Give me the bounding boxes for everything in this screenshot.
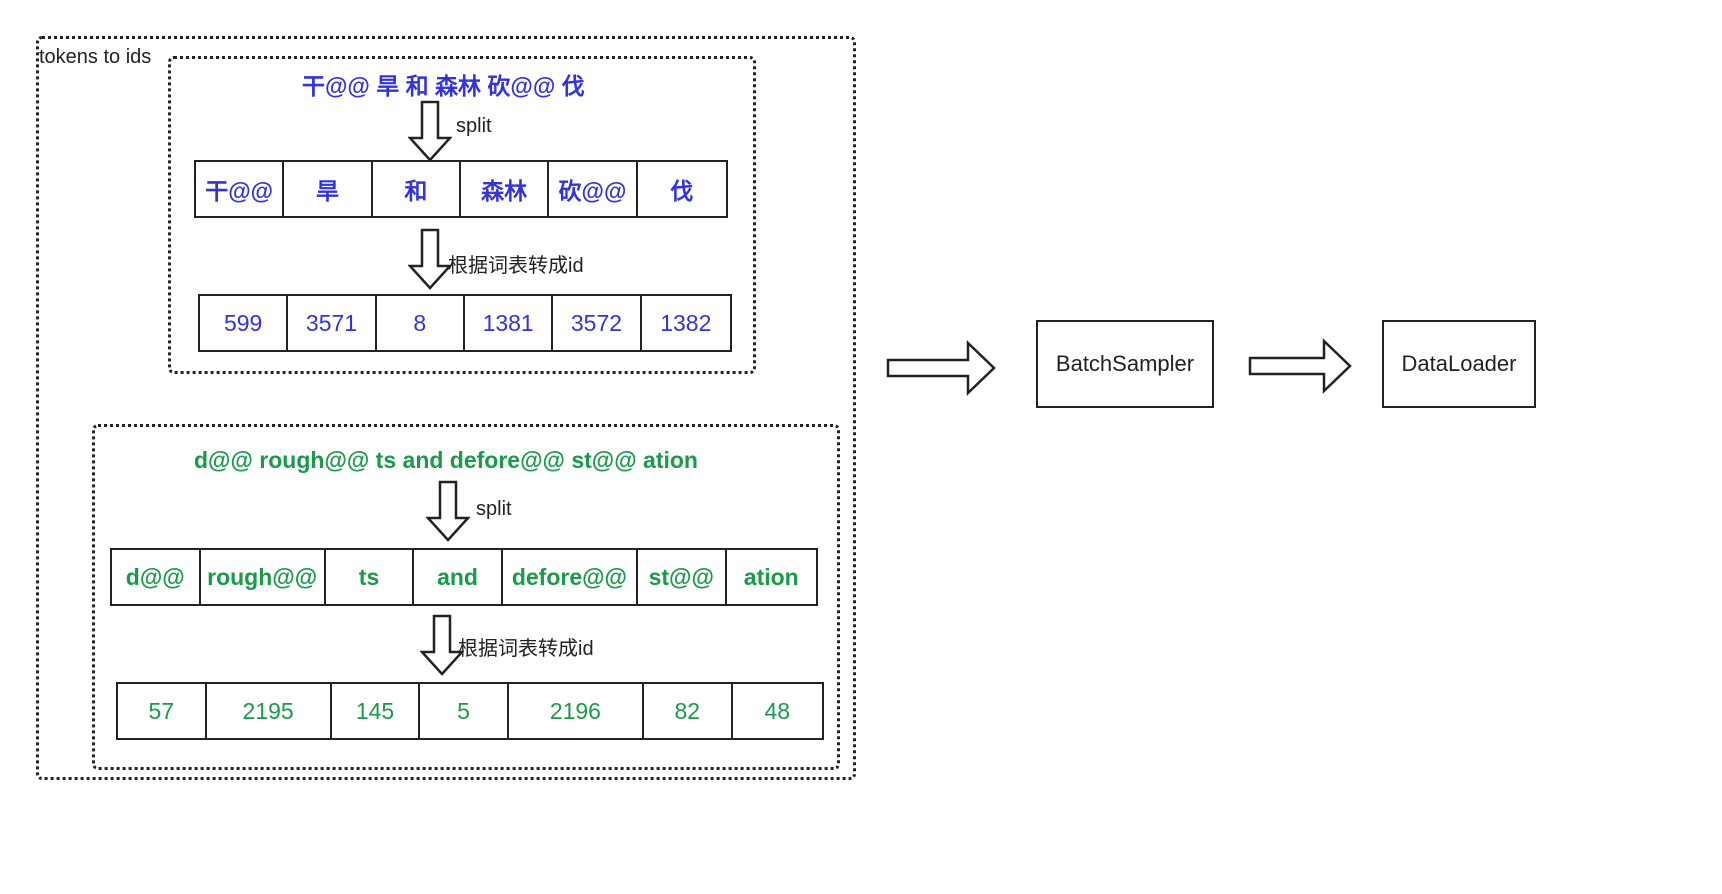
cn-id-cell: 3571 [288, 296, 377, 350]
cn-token-cell: 森林 [461, 162, 550, 216]
cn-token-cell: 伐 [670, 178, 694, 204]
cn-token-cell: 砍@@ [549, 162, 638, 216]
to-batchsampler-arrow-icon [886, 340, 996, 396]
en-block [92, 424, 840, 770]
cn-token-cell: 干@@ [196, 162, 285, 216]
en-convert-arrow-icon [420, 614, 464, 676]
en-split-label: split [476, 498, 512, 520]
cn-convert-label: 根据词表转成id [448, 255, 584, 277]
en-sentence: d@@ rough@@ ts and defore@@ st@@ ation [194, 447, 698, 473]
cn-split-label: split [456, 115, 492, 137]
en-id-cell: 2196 [509, 684, 645, 738]
en-token-cell: ts [326, 550, 415, 604]
cn-sentence: 干@@ 旱 和 森林 砍@@ 伐 [302, 73, 585, 99]
en-id-row: 57 2195 145 5 2196 82 48 [116, 682, 824, 740]
en-token-row: d@@ rough@@ ts and defore@@ st@@ ation [110, 548, 818, 606]
tokens-to-ids-label: tokens to ids [39, 46, 152, 68]
dataloader-box: DataLoader [1382, 320, 1536, 408]
cn-block [168, 56, 756, 374]
en-token-cell: defore@@ [503, 550, 639, 604]
en-id-cell: 82 [644, 684, 733, 738]
cn-token-cell: 和 [373, 162, 461, 216]
cn-token-cell: 旱 [284, 162, 373, 216]
en-id-cell: 57 [118, 684, 207, 738]
cn-id-row: 599 3571 8 1381 3572 1382 [198, 294, 732, 352]
en-token-cell: ation [743, 563, 799, 590]
en-split-arrow-icon [426, 480, 470, 542]
cn-id-cell: 3572 [553, 296, 642, 350]
tokens-to-ids-container [36, 36, 856, 780]
en-token-cell: rough@@ [201, 550, 326, 604]
en-id-cell: 5 [420, 684, 509, 738]
en-token-cell: and [414, 550, 503, 604]
to-dataloader-arrow-icon [1248, 338, 1352, 394]
en-id-cell: 48 [764, 697, 791, 724]
cn-id-cell: 1382 [660, 309, 712, 336]
cn-token-row: 干@@ 旱 和 森林 砍@@ 伐 [194, 160, 728, 218]
en-token-cell: st@@ [638, 550, 727, 604]
en-id-cell: 2195 [207, 684, 332, 738]
cn-id-cell: 599 [200, 296, 289, 350]
cn-id-cell: 8 [377, 296, 465, 350]
en-token-cell: d@@ [112, 550, 201, 604]
cn-convert-arrow-icon [408, 228, 452, 290]
batchsampler-box: BatchSampler [1036, 320, 1214, 408]
en-id-cell: 145 [332, 684, 421, 738]
cn-split-arrow-icon [408, 100, 452, 162]
cn-id-cell: 1381 [465, 296, 554, 350]
en-convert-label: 根据词表转成id [458, 638, 594, 660]
